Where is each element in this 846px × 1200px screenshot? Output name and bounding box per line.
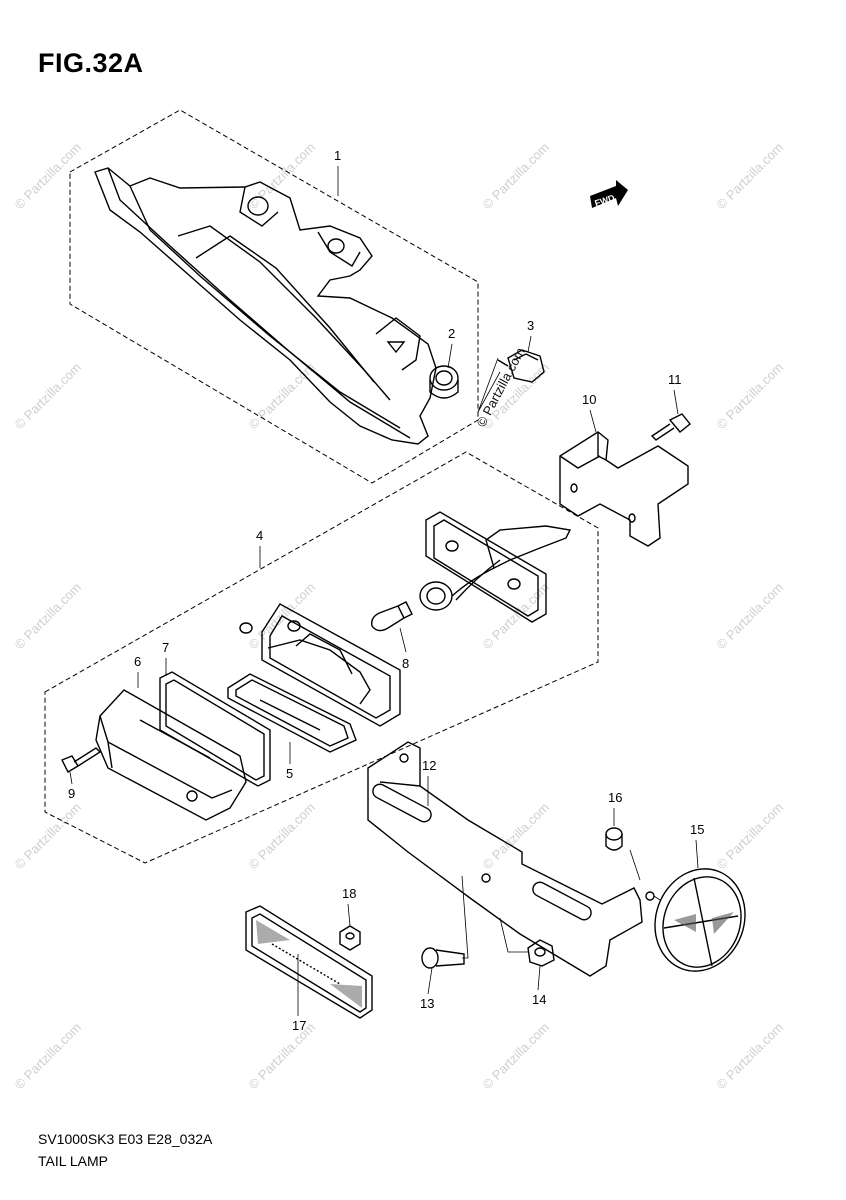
nut-part-3 [497,349,545,383]
watermark-text: © Partzilla.com [246,360,319,433]
watermark-text: © Partzilla.com [12,140,85,213]
assembly-outline-1 [69,109,479,484]
screw-part-13 [421,947,465,969]
leader-line-9 [69,771,73,785]
assembly-line-15 [653,895,661,901]
reflector-part-5 [227,673,357,753]
assembly-line-16 [629,849,641,881]
leader-line-15 [695,839,699,869]
socket-wire-harness [419,525,572,611]
watermark-text: © Partzilla.com [12,580,85,653]
lamp-body-base [239,603,401,727]
watermark-text: © Partzilla.com [12,800,85,873]
figure-title: FIG.32A [38,48,144,78]
watermark-text: © Partzilla.com [714,1020,787,1093]
part-label-12: 12 [422,758,436,773]
part-label-4: 4 [256,528,263,543]
part-label-16: 16 [608,790,622,805]
watermark-text: © Partzilla.com [246,800,319,873]
assembly-line-13 [461,875,469,959]
watermark-text: © Partzilla.com [714,580,787,653]
part-label-15: 15 [690,822,704,837]
watermark-text: © Partzilla.com [480,140,553,213]
leader-line-11 [673,389,679,415]
part-label-17: 17 [292,1018,306,1033]
bracket-part-10 [559,431,689,547]
assembly-line-14 [499,917,528,953]
leader-line-13 [427,967,433,995]
screw-part-11 [650,413,691,441]
nut-part-14 [527,939,555,967]
watermark-layer: © Partzilla.com © Partzilla.com © Partzill… [12,140,787,1093]
watermark-text: © Partzilla.com [480,580,553,653]
part-label-9: 9 [68,786,75,801]
watermark-text: © Partzilla.com [246,1020,319,1093]
part-label-1: 1 [334,148,341,163]
lens-gasket-part-7 [159,671,271,787]
lens-part-6 [95,689,247,821]
watermark-text: © Partzilla.com [12,1020,85,1093]
watermark-text: © Partzilla.com [480,1020,553,1093]
watermark-text: © Partzilla.com [714,800,787,873]
part-label-6: 6 [134,654,141,669]
nut-part-18 [339,925,361,951]
figure-caption: TAIL LAMP [38,1153,109,1169]
screw-part-9 [61,747,102,773]
part-label-5: 5 [286,766,293,781]
part-label-10: 10 [582,392,596,407]
tail-lamp-housing [94,167,437,445]
leader-line-8 [399,627,407,653]
watermark-text: © Partzilla.com [246,140,319,213]
leader-line-3 [527,335,532,353]
license-bracket-part-12 [367,741,655,977]
part-label-11: 11 [668,372,682,387]
leader-line-10 [589,409,597,433]
part-label-18: 18 [342,886,356,901]
figure-footer: SV1000SK3 E03 E28_032A TAIL LAMP [38,1128,212,1172]
grommet-part-16 [605,827,623,851]
round-reflector-part-15 [654,868,746,972]
leader-line-18 [347,903,351,927]
figure-code: SV1000SK3 E03 E28_032A [38,1131,213,1147]
leader-line-14 [537,965,541,991]
part-label-7: 7 [162,640,169,655]
fwd-arrow-icon: FWD [590,180,628,209]
rect-reflector-part-17 [245,905,373,1019]
part-label-8: 8 [402,656,409,671]
lamp-gasket-plate [425,511,547,623]
part-label-2: 2 [448,326,455,341]
leader-line-2 [447,343,453,369]
watermark-text: © Partzilla.com [480,800,553,873]
part-label-3: 3 [527,318,534,333]
part-label-14: 14 [532,992,546,1007]
part-label-13: 13 [420,996,434,1011]
watermark-text: © Partzilla.com [714,360,787,433]
grommet-part-2 [429,365,459,399]
watermark-text: © Partzilla.com [714,140,787,213]
bulb-part-8 [371,601,413,632]
assembly-line-3 [477,357,501,413]
assembly-outline-4 [44,451,599,864]
watermark-text: © Partzilla.com [12,360,85,433]
